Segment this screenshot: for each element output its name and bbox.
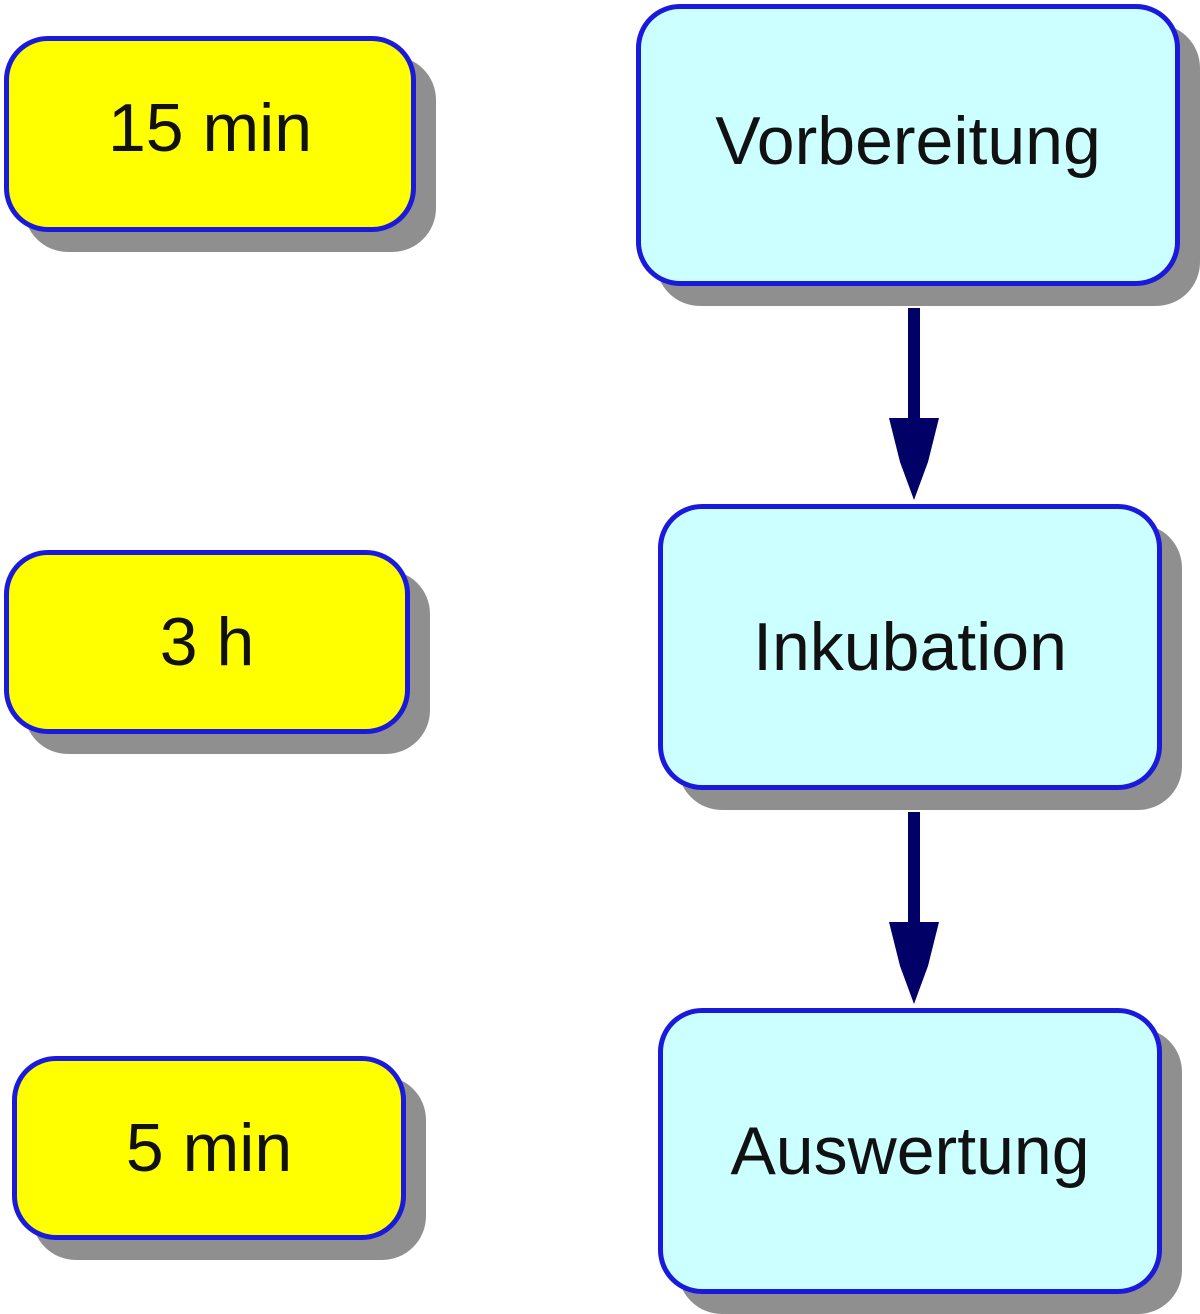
arrowhead-icon [889,418,939,500]
duration-label: 3 h [159,604,255,680]
duration-box-preparation: 15 min [4,36,416,232]
duration-box-incubation: 3 h [4,550,410,734]
arrow-preparation-to-incubation [889,308,939,500]
step-label: Auswertung [730,1113,1090,1189]
step-box-evaluation: Auswertung [658,1008,1162,1294]
step-box-incubation: Inkubation [658,504,1162,790]
step-label: Vorbereitung [715,103,1101,179]
arrow-incubation-to-evaluation [889,812,939,1004]
duration-box-evaluation: 5 min [12,1056,406,1240]
duration-label: 5 min [125,1110,293,1186]
step-label: Inkubation [753,609,1067,685]
arrowhead-icon [889,922,939,1004]
step-box-preparation: Vorbereitung [636,4,1180,286]
duration-label: 15 min [107,90,313,166]
